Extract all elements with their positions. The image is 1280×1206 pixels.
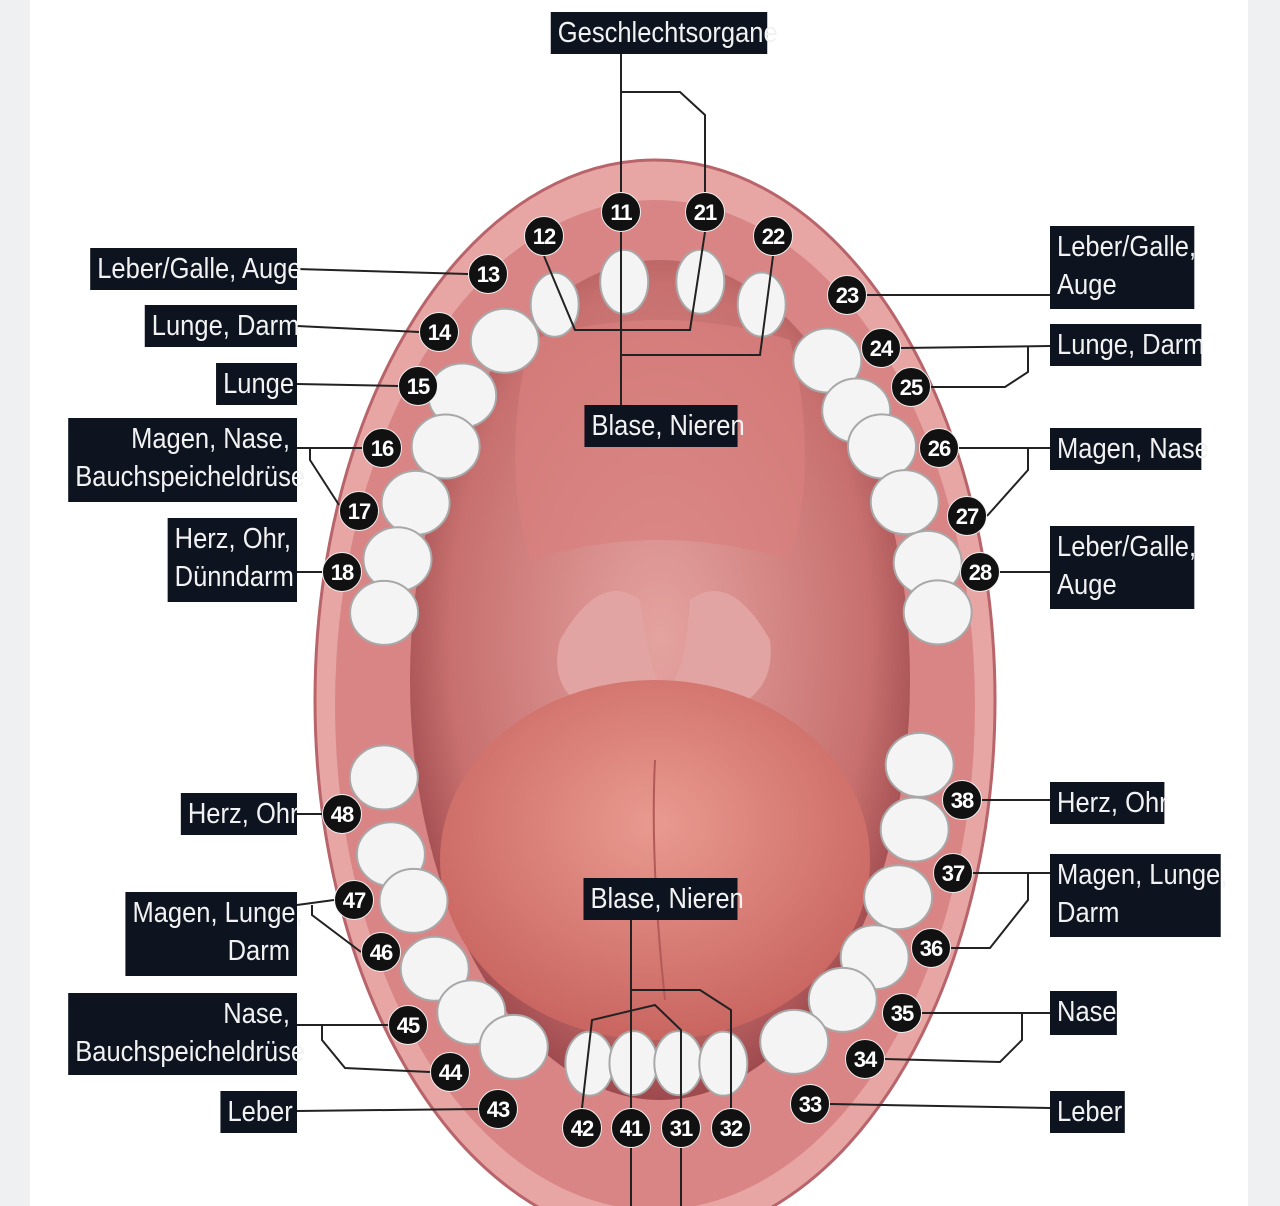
label-45-44: Nase, Bauchspeicheldrüse: [68, 993, 306, 1075]
tooth-number-12: 12: [524, 216, 564, 256]
tooth-number-13: 13: [468, 254, 508, 294]
label-lower-blase-nieren: Blase, Nieren: [583, 878, 744, 920]
label-line: Dünndarm: [174, 561, 294, 593]
tooth: [529, 271, 580, 338]
label-line: Herz, Ohr,: [174, 523, 291, 555]
tooth-number-15: 15: [398, 366, 438, 406]
tooth: [378, 867, 449, 934]
tooth-number-21: 21: [685, 192, 725, 232]
tooth-number-22: 22: [753, 216, 793, 256]
label-line: Bauchspeicheldrüse: [75, 1036, 306, 1068]
tooth: [349, 579, 420, 646]
tooth: [348, 744, 419, 811]
label-13: Leber/Galle, Auge: [90, 248, 302, 290]
tooth: [469, 307, 540, 374]
tooth-number-43: 43: [478, 1089, 518, 1129]
label-upper-blase-nieren: Blase, Nieren: [584, 405, 745, 447]
label-18: Herz, Ohr, Dünndarm: [167, 518, 297, 602]
label-28: Leber/Galle, Auge: [1050, 526, 1197, 609]
tooth-number-14: 14: [419, 312, 459, 352]
tooth: [675, 248, 726, 315]
tooth-number-36: 36: [911, 928, 951, 968]
label-line: Bauchspeicheldrüse: [75, 461, 306, 493]
tooth: [759, 1008, 830, 1075]
label-48: Herz, Ohr: [180, 793, 298, 835]
tooth-number-41: 41: [611, 1108, 651, 1148]
label-line: Nase,: [223, 998, 290, 1030]
tooth: [807, 966, 878, 1033]
tooth-number-25: 25: [891, 367, 931, 407]
tooth-number-31: 31: [661, 1108, 701, 1148]
tooth-number-27: 27: [947, 496, 987, 536]
tooth: [599, 248, 650, 315]
tooth-number-37: 37: [933, 853, 973, 893]
connector-lines: [296, 54, 1051, 1206]
label-35-34: Nase: [1050, 991, 1117, 1035]
diagram-canvas: Geschlechtsorgane Blase, Nieren Blase, N…: [30, 0, 1248, 1206]
tooth-number-45: 45: [388, 1005, 428, 1045]
tooth: [846, 413, 917, 480]
label-33: Leber: [1050, 1091, 1125, 1133]
tooth: [879, 796, 950, 863]
label-geschlechtsorgane: Geschlechtsorgane: [550, 12, 778, 54]
label-47-46: Magen, Lunge, Darm: [125, 892, 303, 976]
tooth: [736, 271, 787, 338]
label-15: Lunge: [216, 363, 297, 405]
tooth-number-33: 33: [790, 1084, 830, 1124]
tooth-number-17: 17: [339, 491, 379, 531]
label-line: Magen, Lunge,: [132, 897, 303, 929]
label-38: Herz, Ohr: [1050, 782, 1168, 824]
tooth-number-26: 26: [919, 428, 959, 468]
tooth-number-23: 23: [827, 275, 867, 315]
label-line: Magen, Nase,: [131, 423, 290, 455]
tooth-number-28: 28: [960, 552, 1000, 592]
mouth-illustration: [296, 54, 1051, 1206]
tooth: [399, 935, 470, 1002]
label-16-17: Magen, Nase, Bauchspeicheldrüse: [68, 418, 306, 502]
tooth-number-48: 48: [322, 794, 362, 834]
tooth: [698, 1030, 749, 1097]
tooth-number-34: 34: [845, 1039, 885, 1079]
teeth-shapes: [348, 248, 973, 1097]
tooth-number-16: 16: [362, 428, 402, 468]
label-line: Magen, Lunge,: [1057, 859, 1228, 891]
tooth: [478, 1013, 549, 1080]
tooth-number-18: 18: [322, 552, 362, 592]
label-line: Auge: [1057, 569, 1117, 601]
tooth: [410, 413, 481, 480]
label-23: Leber/Galle, Auge: [1050, 226, 1197, 309]
tooth: [863, 864, 934, 931]
label-line: Darm: [1057, 897, 1120, 929]
tooth-number-11: 11: [601, 192, 641, 232]
tooth-number-47: 47: [334, 880, 374, 920]
tooth: [653, 1030, 704, 1097]
tooth: [608, 1030, 659, 1097]
label-26-27: Magen, Nase: [1050, 428, 1209, 470]
tooth-number-42: 42: [562, 1108, 602, 1148]
label-line: Leber/Galle,: [1057, 231, 1197, 263]
tooth: [869, 469, 940, 536]
label-line: Darm: [227, 935, 290, 967]
label-37-36: Magen, Lunge, Darm: [1050, 854, 1228, 937]
tooth-number-35: 35: [882, 993, 922, 1033]
tooth-number-32: 32: [711, 1108, 751, 1148]
tooth: [380, 469, 451, 536]
label-43: Leber: [220, 1091, 297, 1133]
label-14: Lunge, Darm: [144, 305, 299, 347]
tooth: [902, 579, 973, 646]
label-line: Leber/Galle,: [1057, 531, 1197, 563]
tooth-number-38: 38: [942, 780, 982, 820]
tooth-number-44: 44: [430, 1052, 470, 1092]
tooth-number-24: 24: [861, 328, 901, 368]
label-line: Auge: [1057, 269, 1117, 301]
tooth-number-46: 46: [361, 932, 401, 972]
label-24-25: Lunge, Darm: [1050, 324, 1205, 366]
tooth: [884, 731, 955, 798]
